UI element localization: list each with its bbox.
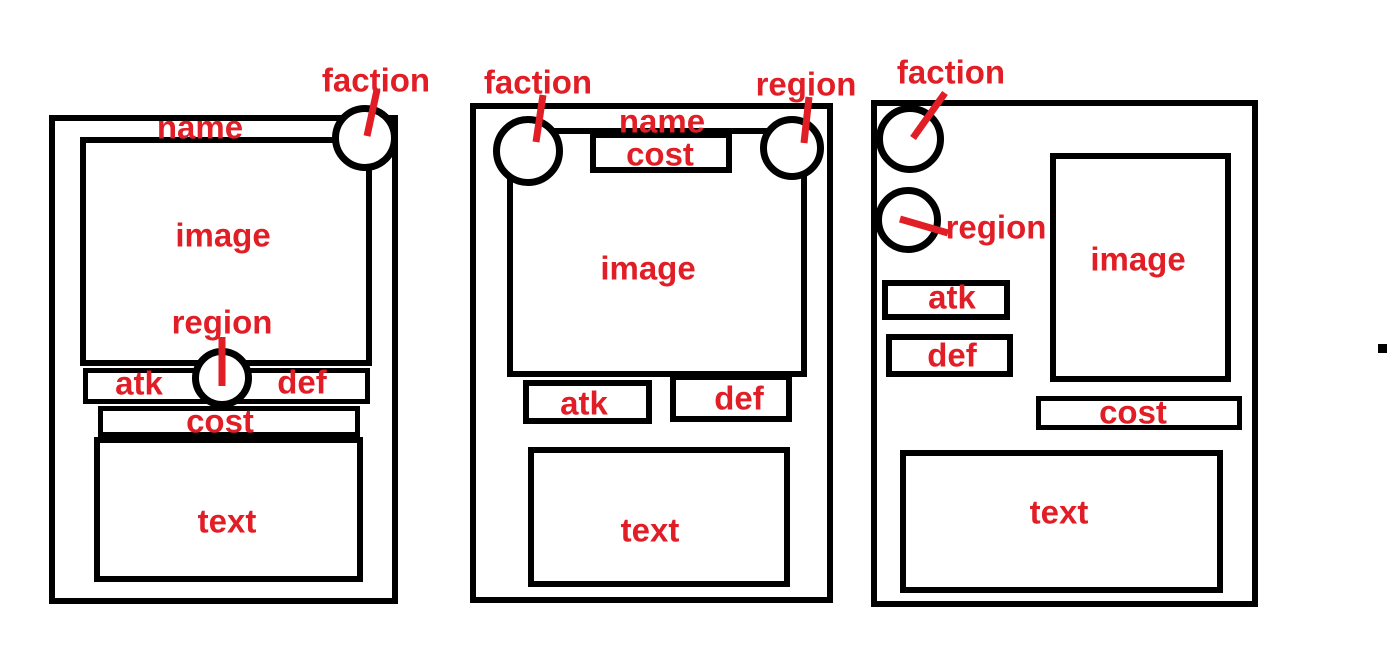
card3-image-box — [1050, 153, 1231, 382]
card3-faction-label: faction — [896, 53, 1006, 91]
card3-cost-label: cost — [1099, 393, 1167, 431]
card2-atk-label: atk — [560, 384, 608, 422]
card3-text-box — [900, 450, 1223, 593]
card2-cost-box — [590, 132, 732, 173]
card1-def-label: def — [277, 363, 327, 401]
card1-text-box — [94, 437, 363, 582]
card3-text-label: text — [1029, 493, 1089, 531]
card1-cost-label: cost — [186, 402, 254, 440]
card3-atk-label: atk — [928, 278, 976, 316]
card3-cost-box — [1036, 396, 1242, 430]
card1-cost-bar — [98, 406, 360, 437]
card3-region-label: region — [945, 208, 1047, 246]
card3-atk-box — [882, 280, 1010, 320]
card2-text-box — [528, 447, 790, 587]
card1-region-label: region — [171, 303, 273, 341]
card2-image-label: image — [600, 249, 696, 287]
card1-faction-circle — [332, 105, 398, 171]
card3-def-box — [886, 334, 1013, 377]
card3-image-label: image — [1090, 240, 1186, 278]
card2-def-box — [670, 374, 792, 422]
card1-image-label: image — [175, 216, 271, 254]
card1-atk-label: atk — [115, 364, 163, 402]
card1-name-label: name — [156, 108, 244, 146]
card1-faction-label: faction — [321, 61, 431, 99]
card2-cost-label: cost — [626, 135, 694, 173]
card1-image-box — [80, 137, 372, 366]
card1-region-circle — [192, 348, 252, 408]
card2-atk-box — [523, 380, 652, 424]
card2-region-label: region — [755, 65, 857, 103]
card1-text-label: text — [197, 502, 257, 540]
stray-ink-mark — [1378, 344, 1387, 353]
card3-def-label: def — [927, 336, 977, 374]
card2-name-label: name — [618, 102, 706, 140]
card2-faction-label: faction — [483, 63, 593, 101]
card3-region-circle — [875, 187, 941, 253]
card2-faction-circle — [493, 116, 563, 186]
card2-region-circle — [760, 116, 824, 180]
card3-faction-circle — [876, 105, 944, 173]
card2-text-label: text — [620, 511, 680, 549]
card2-def-label: def — [714, 379, 764, 417]
